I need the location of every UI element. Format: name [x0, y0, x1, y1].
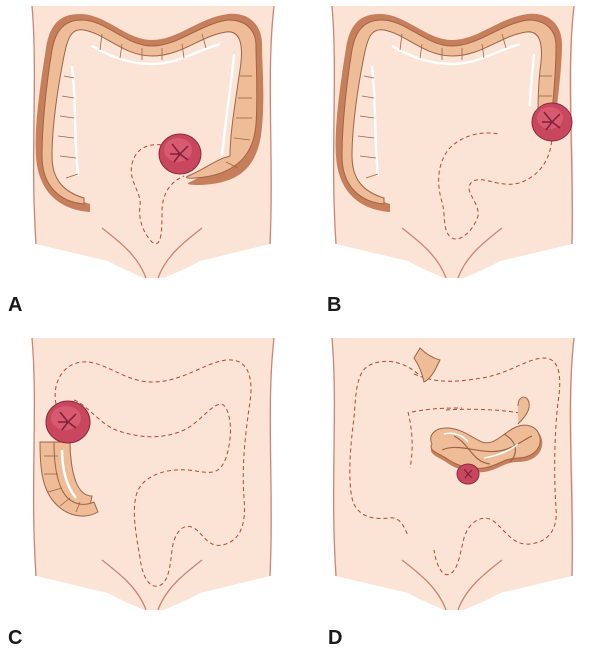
- panel-label-a: A: [8, 295, 22, 315]
- stoma: [46, 401, 90, 443]
- torso-ascending-colostomy-illustration: [12, 338, 292, 610]
- panel-label-b: B: [327, 295, 341, 315]
- torso-skin: [332, 338, 574, 610]
- torso-ileostomy-illustration: [322, 338, 602, 610]
- torso-descending-colostomy-illustration: [322, 6, 602, 278]
- panel-label-c: C: [8, 628, 22, 648]
- stoma: [532, 103, 572, 141]
- panel-b: [322, 6, 602, 278]
- stoma: [159, 134, 201, 174]
- panel-a: [12, 6, 292, 278]
- stoma: [457, 464, 479, 484]
- torso-sigmoid-colostomy-illustration: [12, 6, 292, 278]
- panel-label-d: D: [328, 628, 342, 648]
- panel-c: [12, 338, 292, 610]
- panel-d: [322, 338, 602, 610]
